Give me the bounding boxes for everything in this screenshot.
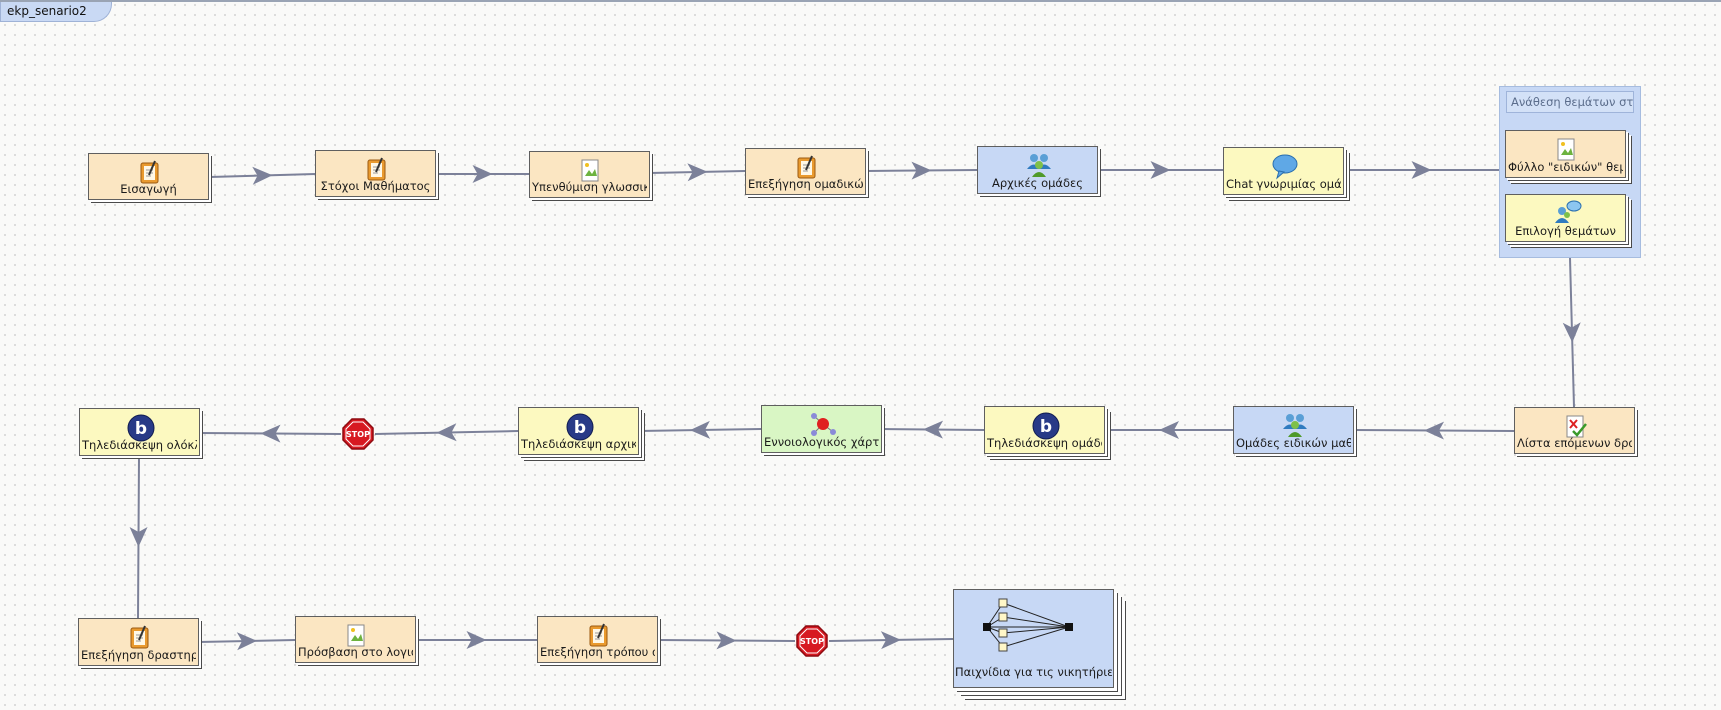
- bigbluebutton-icon: b: [1031, 411, 1059, 440]
- activity-prosvasi-logis[interactable]: Πρόσβαση στο λογισ: [295, 616, 416, 663]
- activity-ypenthymisi[interactable]: Υπενθύμιση γλωσσικ: [529, 151, 650, 198]
- activity-fyllo-eidikon[interactable]: Φύλλο "ειδικών" θεμά: [1505, 130, 1626, 178]
- activity-label: Στόχοι Μαθήματος: [320, 179, 431, 193]
- activity-chat-gnorimias[interactable]: Chat γνωριμίας ομάδ: [1223, 147, 1344, 195]
- arrowhead: [129, 526, 148, 547]
- svg-text:b: b: [573, 418, 585, 438]
- branching-activity[interactable]: Παιχνίδια για τις νικητήριες: [953, 589, 1114, 688]
- activity-label: Ομάδες ειδικών μαθη: [1236, 436, 1351, 450]
- branching-icon: [983, 598, 1073, 652]
- activity-label: Επεξήγηση δραστηρι: [81, 648, 196, 662]
- arrowhead: [1411, 161, 1432, 179]
- arrowhead: [1562, 322, 1581, 343]
- svg-text:b: b: [134, 419, 146, 439]
- resource-icon: [576, 156, 604, 184]
- activity-eisagogi[interactable]: Εισαγωγή: [88, 153, 209, 200]
- bigbluebutton-icon: b: [565, 412, 593, 441]
- notebook-icon: [362, 155, 390, 183]
- arrowhead: [466, 631, 487, 649]
- arrowhead: [236, 632, 257, 651]
- group-chat-icon: [1552, 199, 1581, 227]
- stop-label: STOP: [800, 637, 824, 646]
- activity-label: Τηλεδιάσκεψη ομάδο: [987, 436, 1102, 450]
- arrowhead: [923, 420, 944, 439]
- arrowhead: [436, 423, 457, 442]
- grouping-icon: [1024, 151, 1052, 179]
- arrowhead: [911, 161, 932, 180]
- arrowhead: [1150, 161, 1171, 179]
- activity-label: Επεξήγηση τρόπου α: [540, 645, 655, 659]
- bigbluebutton-icon: b: [126, 413, 154, 442]
- activity-label: Υπενθύμιση γλωσσικ: [532, 180, 647, 194]
- activity-label: Εισαγωγή: [120, 182, 177, 196]
- canvas-tab[interactable]: ekp_senario2: [0, 2, 112, 22]
- activity-ennoiologikos-xartis[interactable]: Εννοιολογικός χάρτη: [761, 405, 882, 453]
- stop-label: STOP: [346, 430, 370, 439]
- notebook-icon: [125, 623, 153, 651]
- arrowhead: [260, 424, 281, 443]
- stop-sign-icon: STOP: [342, 418, 374, 450]
- notebook-icon: [584, 621, 612, 649]
- activity-label: Αρχικές ομάδες: [991, 176, 1084, 190]
- branching-label: Παιχνίδια για τις νικητήριες: [955, 665, 1112, 679]
- activity-epexigisi-omadikon[interactable]: Επεξήγηση ομαδικών: [745, 148, 866, 195]
- arrowhead: [1424, 421, 1445, 440]
- activity-label: Φύλλο "ειδικών" θεμά: [1508, 160, 1623, 174]
- stop-sign-icon: STOP: [796, 625, 828, 657]
- stop-gate[interactable]: STOP: [795, 624, 829, 658]
- activity-label: Chat γνωριμίας ομάδ: [1226, 177, 1341, 191]
- resource-icon: [342, 621, 370, 649]
- grouping-icon: [1280, 411, 1308, 439]
- activity-epexigisi-tropou[interactable]: Επεξήγηση τρόπου α: [537, 616, 658, 663]
- activity-epexigisi-drastiri[interactable]: Επεξήγηση δραστηρι: [78, 618, 199, 666]
- activity-tilediaskepsi-arxik[interactable]: b Τηλεδιάσκεψη αρχικ: [518, 407, 639, 455]
- arrowhead: [690, 420, 711, 439]
- resource-icon: [1552, 135, 1580, 163]
- top-border: [0, 0, 1721, 2]
- activity-lista-epomenon[interactable]: Λίστα επόμενων δρα: [1514, 407, 1635, 454]
- activity-label: Πρόσβαση στο λογισ: [298, 645, 413, 659]
- stop-gate[interactable]: STOP: [341, 417, 375, 451]
- activity-label: Τηλεδιάσκεψη ολόκλ: [82, 438, 197, 452]
- activity-arxikes-omades[interactable]: Αρχικές ομάδες: [977, 146, 1098, 194]
- activity-stoxoi-mathimatos[interactable]: Στόχοι Μαθήματος: [315, 150, 436, 197]
- activity-label: Εννοιολογικός χάρτη: [764, 435, 879, 449]
- arrowhead: [252, 166, 273, 185]
- arrowhead: [880, 631, 901, 650]
- arrowhead: [687, 163, 708, 182]
- chat-icon: [1270, 152, 1298, 180]
- concept-map-icon: [808, 410, 836, 438]
- activity-epilogi-thematon[interactable]: Επιλογή θεμάτων: [1505, 194, 1626, 242]
- checklist-icon: [1561, 412, 1589, 440]
- activity-label: Τηλεδιάσκεψη αρχικ: [521, 437, 636, 451]
- arrowhead: [472, 165, 493, 183]
- arrowhead: [716, 631, 737, 650]
- activity-omades-eidikon[interactable]: Ομάδες ειδικών μαθη: [1233, 406, 1354, 454]
- activity-label: Λίστα επόμενων δρα: [1517, 436, 1632, 450]
- activity-label: Επιλογή θεμάτων: [1515, 224, 1616, 238]
- activity-tilediaskepsi-olokl[interactable]: b Τηλεδιάσκεψη ολόκλ: [79, 408, 200, 456]
- notebook-icon: [792, 153, 820, 181]
- optional-activity-title[interactable]: Ανάθεση θεμάτων στα μέ: [1506, 91, 1634, 113]
- notebook-icon: [135, 158, 163, 186]
- activity-tilediaskepsi-omados[interactable]: b Τηλεδιάσκεψη ομάδο: [984, 406, 1105, 454]
- arrowhead: [1159, 421, 1179, 439]
- svg-text:b: b: [1039, 417, 1051, 437]
- activity-label: Επεξήγηση ομαδικών: [748, 177, 863, 191]
